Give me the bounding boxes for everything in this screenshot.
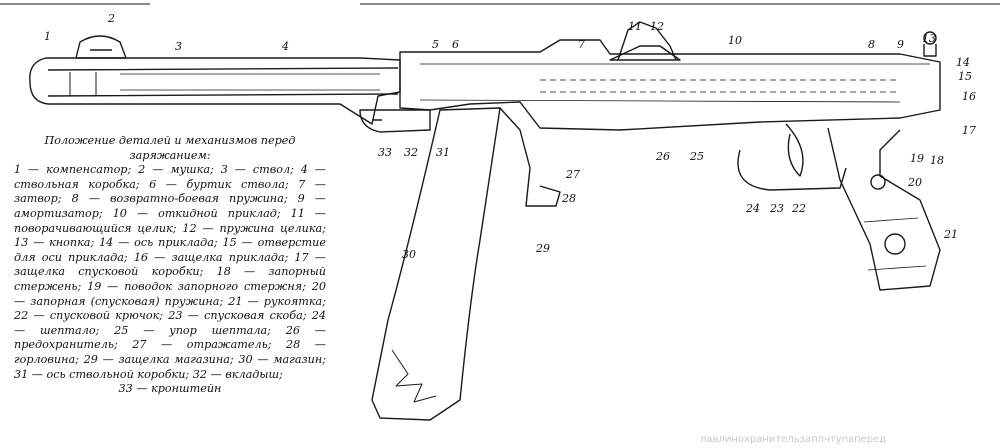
ghost-text: лавлинохранительзаплчтупвперед xyxy=(700,434,886,445)
legend-title: Положение деталей и механизмов перед зар… xyxy=(44,134,296,162)
callout-11: 11 xyxy=(628,20,642,33)
trigger-group xyxy=(737,123,941,291)
callout-27: 27 xyxy=(565,168,580,181)
callout-16: 16 xyxy=(962,90,976,103)
callout-1: 1 xyxy=(44,30,51,43)
callout-10: 10 xyxy=(728,34,742,47)
stock-button xyxy=(923,31,937,45)
callout-30: 30 xyxy=(402,248,416,261)
callout-13: 13 xyxy=(922,32,936,45)
callout-19: 19 xyxy=(910,152,924,165)
callout-20: 20 xyxy=(907,176,922,189)
callout-12: 12 xyxy=(650,20,664,33)
callout-labels: 1 2 3 4 5 6 7 8 9 10 11 12 13 14 15 16 1… xyxy=(44,12,976,261)
callout-14: 14 xyxy=(956,56,970,69)
callout-26: 26 xyxy=(655,150,670,163)
callout-33: 33 xyxy=(378,146,392,159)
callout-22: 22 xyxy=(791,202,806,215)
magazine xyxy=(371,107,561,421)
callout-6: 6 xyxy=(452,38,459,51)
callout-3: 3 xyxy=(175,40,182,53)
callout-2: 2 xyxy=(107,12,115,25)
callout-5: 5 xyxy=(432,38,439,51)
barrel-jacket xyxy=(29,57,401,125)
callout-21: 21 xyxy=(943,228,958,241)
rear-sight xyxy=(617,21,677,61)
bracket xyxy=(359,109,431,133)
callout-4: 4 xyxy=(281,40,289,53)
callout-32: 32 xyxy=(404,146,418,159)
legend-body: 1 — компенсатор; 2 — мушка; 3 — ствол; 4… xyxy=(14,163,326,381)
callout-17: 17 xyxy=(962,124,976,137)
callout-7: 7 xyxy=(578,38,585,51)
front-sight xyxy=(75,35,127,59)
callout-15: 15 xyxy=(958,70,972,83)
callout-23-guard: 23 xyxy=(769,202,784,215)
callout-29: 29 xyxy=(535,242,550,255)
callout-31: 31 xyxy=(436,146,450,159)
callout-8: 8 xyxy=(868,38,875,51)
callout-18: 18 xyxy=(930,154,944,167)
legend-tail: 33 — кронштейн xyxy=(118,382,222,396)
callout-9: 9 xyxy=(897,38,904,51)
receiver xyxy=(399,39,941,131)
callout-24: 24 xyxy=(745,202,760,215)
callout-28: 28 xyxy=(561,192,576,205)
legend-caption: Положение деталей и механизмов перед зар… xyxy=(14,134,326,397)
callout-25: 25 xyxy=(689,150,704,163)
